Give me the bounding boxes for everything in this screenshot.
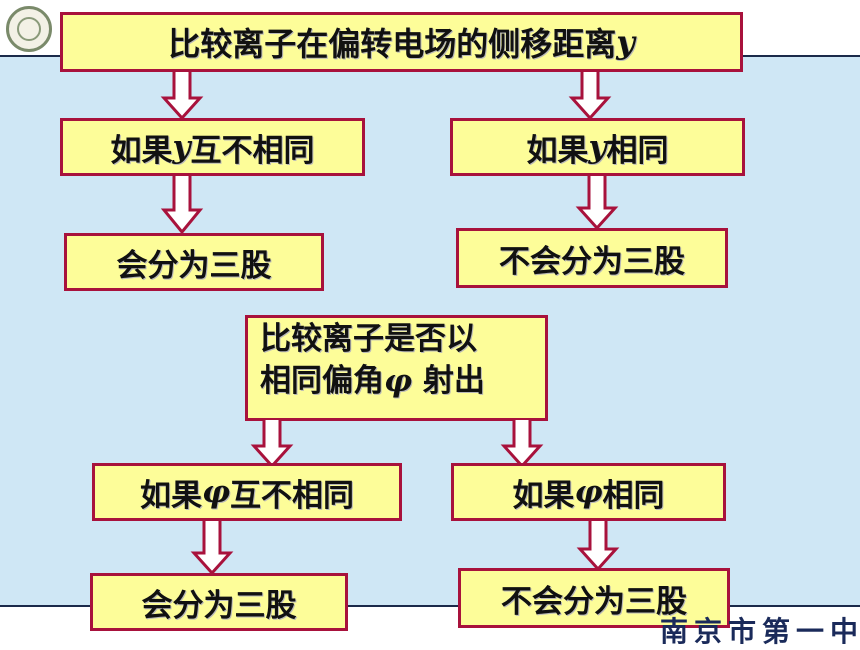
bottom-divider	[0, 605, 860, 607]
arrow-middle-to-left	[250, 420, 294, 468]
arrow-left-to-result	[160, 176, 204, 234]
arrow-title-to-right	[568, 72, 612, 120]
line2-variable: φ	[384, 363, 413, 399]
cond-variable: φ	[201, 474, 231, 510]
compare-angle-line2: 相同偏角φ 射出	[260, 360, 485, 402]
cond-variable: y	[588, 129, 607, 165]
title-variable: y	[616, 23, 635, 61]
cond-label-post: 互不相同	[230, 477, 355, 514]
result-split-three: 会分为三股	[64, 233, 324, 291]
cond-label-pre: 如果	[526, 132, 589, 169]
result-text: 不会分为三股	[499, 243, 685, 280]
school-logo-icon	[6, 6, 52, 52]
footer-school-name: 南京市第一中学	[660, 615, 860, 648]
arrow-phi-left-to-result	[190, 521, 234, 575]
result-no-split: 不会分为三股	[456, 228, 728, 288]
line2-pre: 相同偏角	[260, 363, 384, 399]
title-text: 比较离子在偏转电场的侧移距离	[168, 25, 617, 63]
result-split-three-phi: 会分为三股	[90, 573, 348, 631]
result-text: 会分为三股	[116, 247, 272, 284]
result-text: 会分为三股	[141, 587, 297, 624]
compare-angle-line1: 比较离子是否以	[260, 321, 477, 357]
condition-y-same: 如果 y 相同	[450, 118, 745, 176]
line2-post: 射出	[412, 363, 485, 399]
arrow-title-to-left	[160, 72, 204, 120]
cond-label-post: 互不相同	[190, 132, 315, 169]
cond-label-pre: 如果	[110, 132, 173, 169]
cond-label-post: 相同	[602, 477, 665, 514]
cond-label-post: 相同	[606, 132, 669, 169]
cond-variable: φ	[574, 474, 603, 510]
cond-variable: y	[172, 129, 191, 165]
arrow-right-to-result	[575, 176, 619, 230]
result-no-split-phi: 不会分为三股	[458, 568, 730, 628]
arrow-middle-to-right	[500, 420, 544, 468]
cond-label-pre: 如果	[512, 477, 575, 514]
result-text: 不会分为三股	[501, 583, 687, 620]
cond-label-pre: 如果	[139, 477, 202, 514]
compare-angle-box: 比较离子是否以 相同偏角φ 射出	[245, 315, 548, 421]
arrow-phi-right-to-result	[576, 521, 620, 571]
